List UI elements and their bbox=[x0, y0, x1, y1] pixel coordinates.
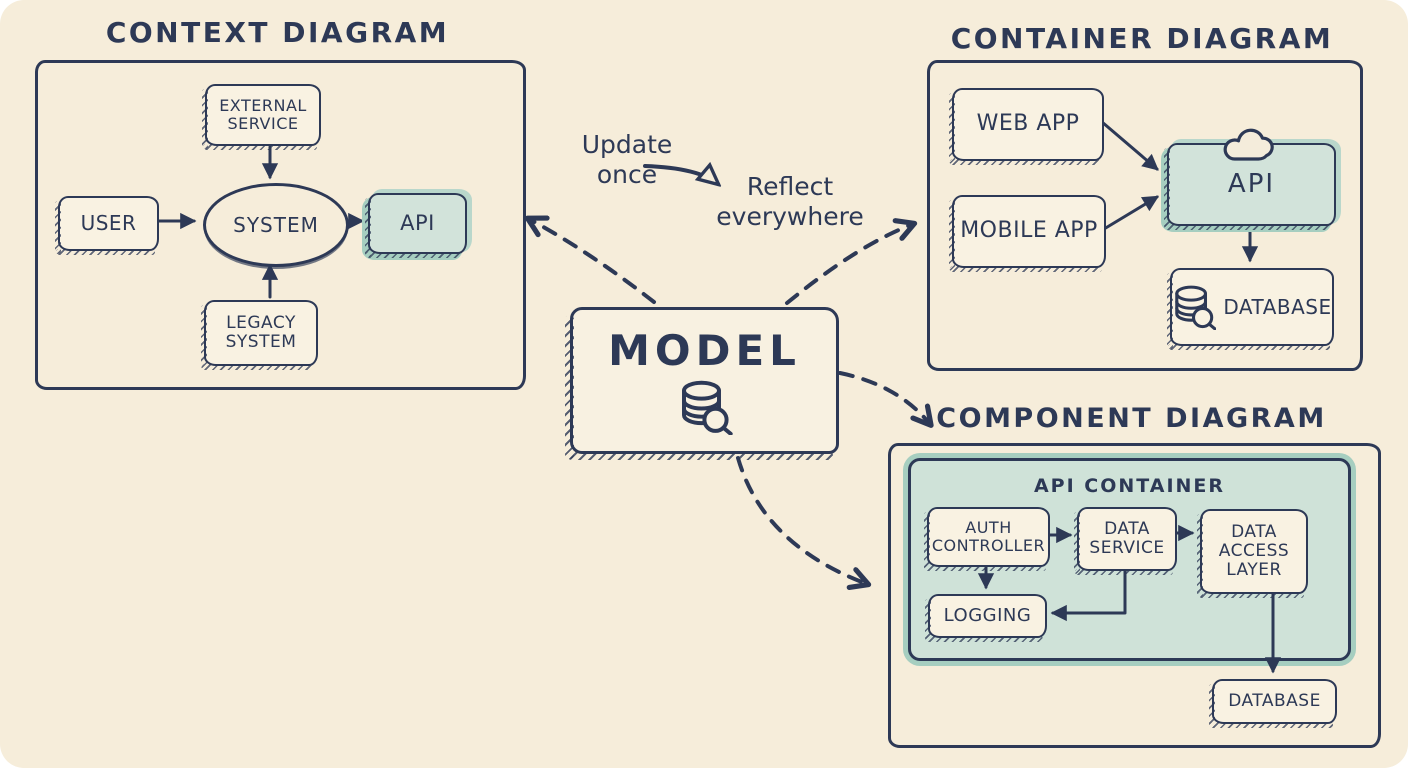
node-label: DATA SERVICE bbox=[1089, 518, 1165, 558]
node-web-app: WEB APP bbox=[949, 88, 1104, 165]
node-label: API bbox=[400, 210, 435, 235]
node-data-access-layer: DATA ACCESS LAYER bbox=[1197, 509, 1308, 598]
node-api-context: API bbox=[365, 193, 467, 258]
dashed-arrow-model-to-container bbox=[785, 218, 918, 305]
node-label: USER bbox=[80, 211, 137, 236]
dashed-arrow-model-to-component-left bbox=[736, 456, 872, 590]
node-database-component: DATABASE bbox=[1209, 679, 1337, 728]
node-logging: LOGGING bbox=[925, 594, 1047, 642]
dashed-arrow-model-to-context bbox=[524, 215, 656, 304]
cloud-icon bbox=[1223, 128, 1274, 161]
node-label: API bbox=[1227, 168, 1276, 199]
node-external-service: EXTERNAL SERVICE bbox=[202, 84, 321, 150]
database-search-icon bbox=[681, 380, 733, 435]
database-search-icon bbox=[1175, 285, 1217, 330]
model-title: MODEL bbox=[608, 326, 801, 375]
node-data-service: DATA SERVICE bbox=[1074, 507, 1177, 575]
update-once-label: Update once bbox=[581, 130, 673, 189]
node-auth-controller: AUTH CONTROLLER bbox=[924, 507, 1050, 571]
node-label: LOGGING bbox=[943, 604, 1032, 626]
node-label: WEB APP bbox=[976, 111, 1080, 137]
context-diagram-panel bbox=[35, 60, 526, 390]
component-diagram-panel bbox=[888, 443, 1381, 748]
node-label: MOBILE APP bbox=[960, 218, 1098, 244]
node-mobile-app: MOBILE APP bbox=[949, 195, 1106, 272]
container-diagram-title: CONTAINER DIAGRAM bbox=[950, 22, 1334, 55]
node-system: SYSTEM bbox=[203, 183, 349, 267]
node-label: LEGACY SYSTEM bbox=[225, 312, 297, 352]
node-label: DATABASE bbox=[1223, 294, 1332, 319]
node-label: DATA ACCESS LAYER bbox=[1218, 521, 1290, 581]
node-label: EXTERNAL SERVICE bbox=[219, 96, 307, 133]
node-label: DATABASE bbox=[1228, 690, 1321, 711]
reflect-everywhere-label: Reflect everywhere bbox=[716, 172, 864, 231]
model-node: MODEL bbox=[565, 307, 839, 460]
node-database-container: DATABASE bbox=[1167, 268, 1334, 350]
api-container-label: API CONTAINER bbox=[1033, 475, 1226, 497]
node-legacy-system: LEGACY SYSTEM bbox=[201, 300, 318, 370]
node-user: USER bbox=[55, 196, 159, 255]
node-label: AUTH CONTROLLER bbox=[931, 518, 1046, 555]
container-diagram-panel bbox=[927, 60, 1363, 371]
node-label: SYSTEM bbox=[233, 213, 319, 237]
context-diagram-title: CONTEXT DIAGRAM bbox=[105, 16, 450, 49]
component-diagram-title: COMPONENT DIAGRAM bbox=[936, 403, 1327, 434]
